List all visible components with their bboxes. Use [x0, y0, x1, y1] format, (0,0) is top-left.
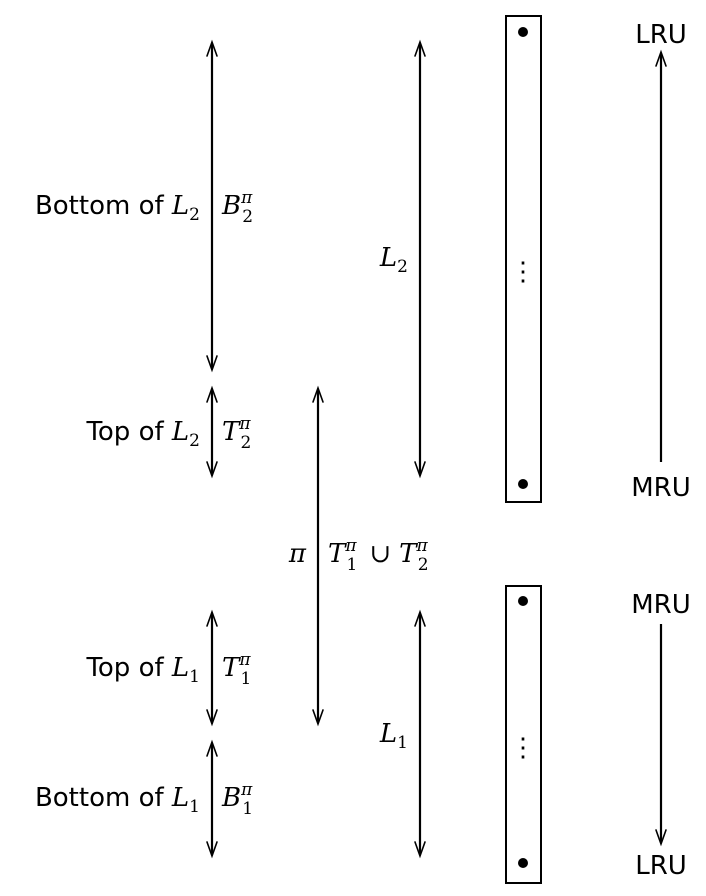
vertical-ellipsis: ⋮ [510, 257, 536, 287]
arrow-mru-to-lru-lower [655, 624, 667, 847]
cache-box-l1: ⋮ [505, 585, 542, 884]
label-bottom-of-l2: Bottom of L2 [35, 191, 200, 225]
cache-box-l2: ⋮ [505, 15, 542, 503]
label-mru-lower: MRU [631, 590, 691, 620]
bracket-top-of-l2 [206, 385, 218, 479]
arrow-mru-to-lru-upper [655, 49, 667, 462]
bracket-l2 [414, 39, 426, 479]
bracket-bottom-of-l1 [206, 739, 218, 859]
cache-slot-top [518, 596, 528, 606]
bracket-l1 [414, 609, 426, 859]
label-pi: π [288, 539, 307, 569]
label-l2: L2 [379, 243, 408, 277]
label-l1: L1 [379, 719, 408, 753]
label-bottom-of-l1: Bottom of L1 [35, 783, 200, 817]
label-mru-upper: MRU [631, 473, 691, 503]
bracket-top-of-l1 [206, 609, 218, 727]
label-top-of-l1: Top of L1 [85, 653, 200, 687]
label-top-of-l2: Top of L2 [85, 417, 200, 451]
cache-slot-bottom [518, 479, 528, 489]
label-lru-bottom: LRU [635, 851, 687, 881]
vertical-ellipsis: ⋮ [510, 733, 536, 763]
cache-slot-bottom [518, 858, 528, 868]
bracket-bottom-of-l2 [206, 39, 218, 373]
cache-slot-top [518, 27, 528, 37]
bracket-pi [312, 385, 324, 727]
label-lru-top: LRU [635, 20, 687, 50]
